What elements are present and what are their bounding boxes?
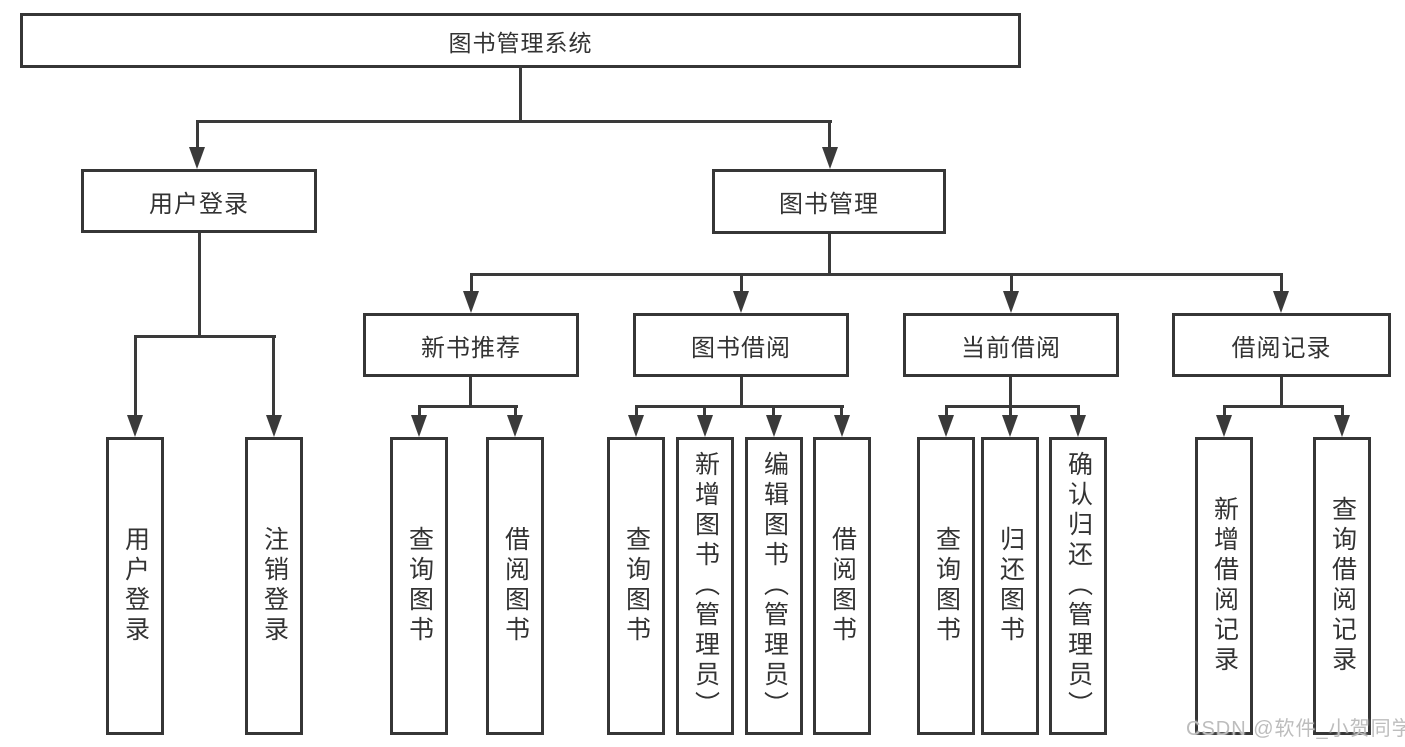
connector-vline xyxy=(1009,377,1012,408)
arrow-down-icon xyxy=(1273,291,1289,313)
leaf-user-login: 用户登录 xyxy=(106,437,164,735)
arrow-down-icon xyxy=(766,415,782,437)
arrow-down-icon xyxy=(822,147,838,169)
arrow-down-icon xyxy=(463,291,479,313)
connector-vline xyxy=(772,405,775,423)
connector-vline xyxy=(828,234,831,276)
node-current-borrowing: 当前借阅 xyxy=(903,313,1119,377)
connector-vline xyxy=(828,120,831,152)
connector-vline xyxy=(134,335,137,421)
arrow-down-icon xyxy=(266,415,282,437)
node-user-login: 用户登录 xyxy=(81,169,317,233)
node-book-borrowing: 图书借阅 xyxy=(633,313,849,377)
connector-vline xyxy=(740,377,743,408)
leaf-label: 查询图书 xyxy=(622,526,651,646)
leaf-label: 确认归还（管理员） xyxy=(1064,451,1093,721)
arrow-down-icon xyxy=(1002,415,1018,437)
leaf-label: 借阅图书 xyxy=(828,526,857,646)
leaf-label: 查询图书 xyxy=(405,526,434,646)
connector-vline xyxy=(1280,273,1283,297)
arrow-down-icon xyxy=(733,291,749,313)
arrow-down-icon xyxy=(697,415,713,437)
connector-vline xyxy=(196,120,199,152)
connector-vline xyxy=(1010,273,1013,297)
arrow-down-icon xyxy=(411,415,427,437)
leaf-query-books-borrowing: 查询图书 xyxy=(607,437,665,735)
connector-vline xyxy=(1077,405,1080,423)
connector-vline xyxy=(945,405,948,423)
leaf-label: 借阅图书 xyxy=(501,526,530,646)
arrow-down-icon xyxy=(1003,291,1019,313)
connector-vline xyxy=(840,405,843,423)
node-borrowing-records: 借阅记录 xyxy=(1172,313,1391,377)
arrow-down-icon xyxy=(1334,415,1350,437)
connector-vline xyxy=(740,273,743,297)
connector-vline xyxy=(1341,405,1344,423)
csdn-watermark: CSDN @软件_小贺同学 xyxy=(1186,718,1405,740)
node-new-book-recommend: 新书推荐 xyxy=(363,313,579,377)
leaf-label: 查询借阅记录 xyxy=(1328,496,1357,676)
connector-vline xyxy=(470,273,473,297)
leaf-label: 新增借阅记录 xyxy=(1210,496,1239,676)
node-library-system: 图书管理系统 xyxy=(20,13,1021,68)
leaf-add-borrow-record: 新增借阅记录 xyxy=(1195,437,1253,735)
arrow-down-icon xyxy=(507,415,523,437)
connector-vline xyxy=(1280,377,1283,408)
arrow-down-icon xyxy=(834,415,850,437)
leaf-logout: 注销登录 xyxy=(245,437,303,735)
arrow-down-icon xyxy=(1070,415,1086,437)
leaf-return-book: 归还图书 xyxy=(981,437,1039,735)
arrow-down-icon xyxy=(189,147,205,169)
leaf-label: 编辑图书（管理员） xyxy=(760,451,789,721)
connector-vline xyxy=(272,335,275,421)
arrow-down-icon xyxy=(1216,415,1232,437)
connector-vline xyxy=(198,233,201,338)
connector-hbar xyxy=(134,335,276,338)
connector-vline xyxy=(1223,405,1226,423)
connector-vline xyxy=(519,66,522,120)
leaf-label: 归还图书 xyxy=(996,526,1025,646)
leaf-query-borrow-record: 查询借阅记录 xyxy=(1313,437,1371,735)
connector-hbar xyxy=(196,120,832,123)
leaf-label: 查询图书 xyxy=(932,526,961,646)
arrow-down-icon xyxy=(628,415,644,437)
connector-hbar xyxy=(945,405,1080,408)
arrow-down-icon xyxy=(938,415,954,437)
connector-vline xyxy=(1009,405,1012,423)
connector-hbar xyxy=(418,405,518,408)
connector-hbar xyxy=(635,405,844,408)
leaf-label: 注销登录 xyxy=(260,526,289,646)
leaf-borrow-books-newbooks: 借阅图书 xyxy=(486,437,544,735)
connector-vline xyxy=(635,405,638,423)
connector-vline xyxy=(514,405,517,423)
leaf-add-book-admin: 新增图书（管理员） xyxy=(676,437,734,735)
leaf-edit-book-admin: 编辑图书（管理员） xyxy=(745,437,803,735)
leaf-confirm-return-admin: 确认归还（管理员） xyxy=(1049,437,1107,735)
connector-vline xyxy=(418,405,421,423)
connector-hbar xyxy=(1223,405,1344,408)
leaf-query-books-current: 查询图书 xyxy=(917,437,975,735)
leaf-label: 用户登录 xyxy=(121,526,150,646)
connector-vline xyxy=(703,405,706,423)
leaf-borrow-books-borrowing: 借阅图书 xyxy=(813,437,871,735)
leaf-label: 新增图书（管理员） xyxy=(691,451,720,721)
leaf-query-books-newbooks: 查询图书 xyxy=(390,437,448,735)
arrow-down-icon xyxy=(127,415,143,437)
connector-vline xyxy=(469,377,472,408)
connector-hbar xyxy=(470,273,1283,276)
node-book-management: 图书管理 xyxy=(712,169,946,234)
